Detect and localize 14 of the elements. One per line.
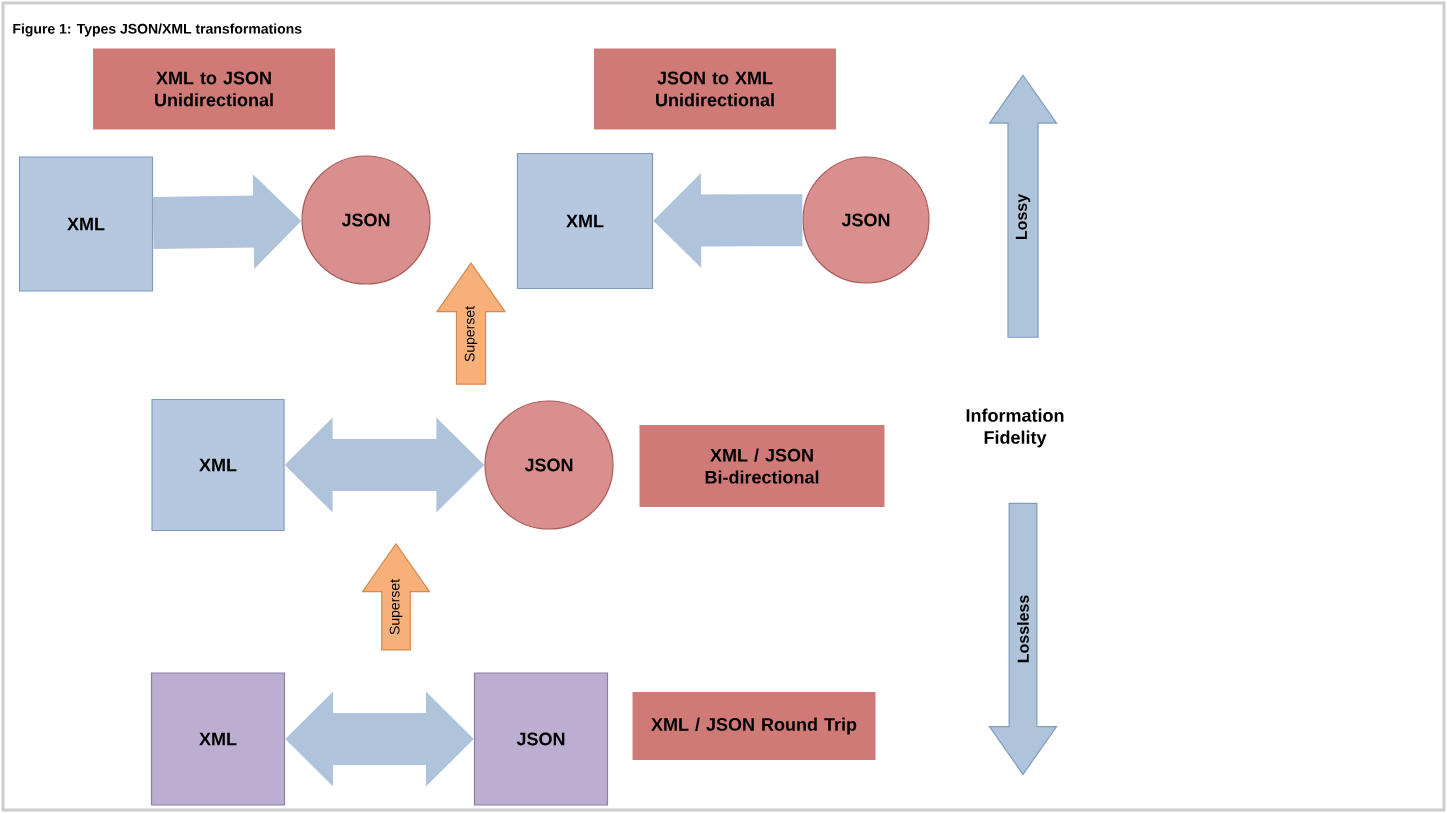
axis-label: Information Fidelity: [966, 408, 1064, 448]
square-box: XML: [516, 152, 654, 290]
square-box: JSON: [473, 672, 609, 806]
square-box: XML: [150, 672, 286, 806]
circle-node: JSON: [802, 156, 930, 284]
title-box: XML / JSON Round Trip: [632, 692, 876, 760]
title-box: XML / JSON Bi-directional: [639, 425, 885, 507]
figure-title: Figure 1: Types JSON/XML transformations: [13, 23, 302, 37]
square-box: XML: [18, 156, 154, 292]
circle-node: JSON: [484, 400, 614, 530]
title-box: XML to JSON Unidirectional: [93, 48, 335, 130]
title-box: JSON to XML Unidirectional: [594, 48, 836, 130]
circle-node: JSON: [301, 155, 431, 285]
square-box: XML: [151, 398, 285, 532]
